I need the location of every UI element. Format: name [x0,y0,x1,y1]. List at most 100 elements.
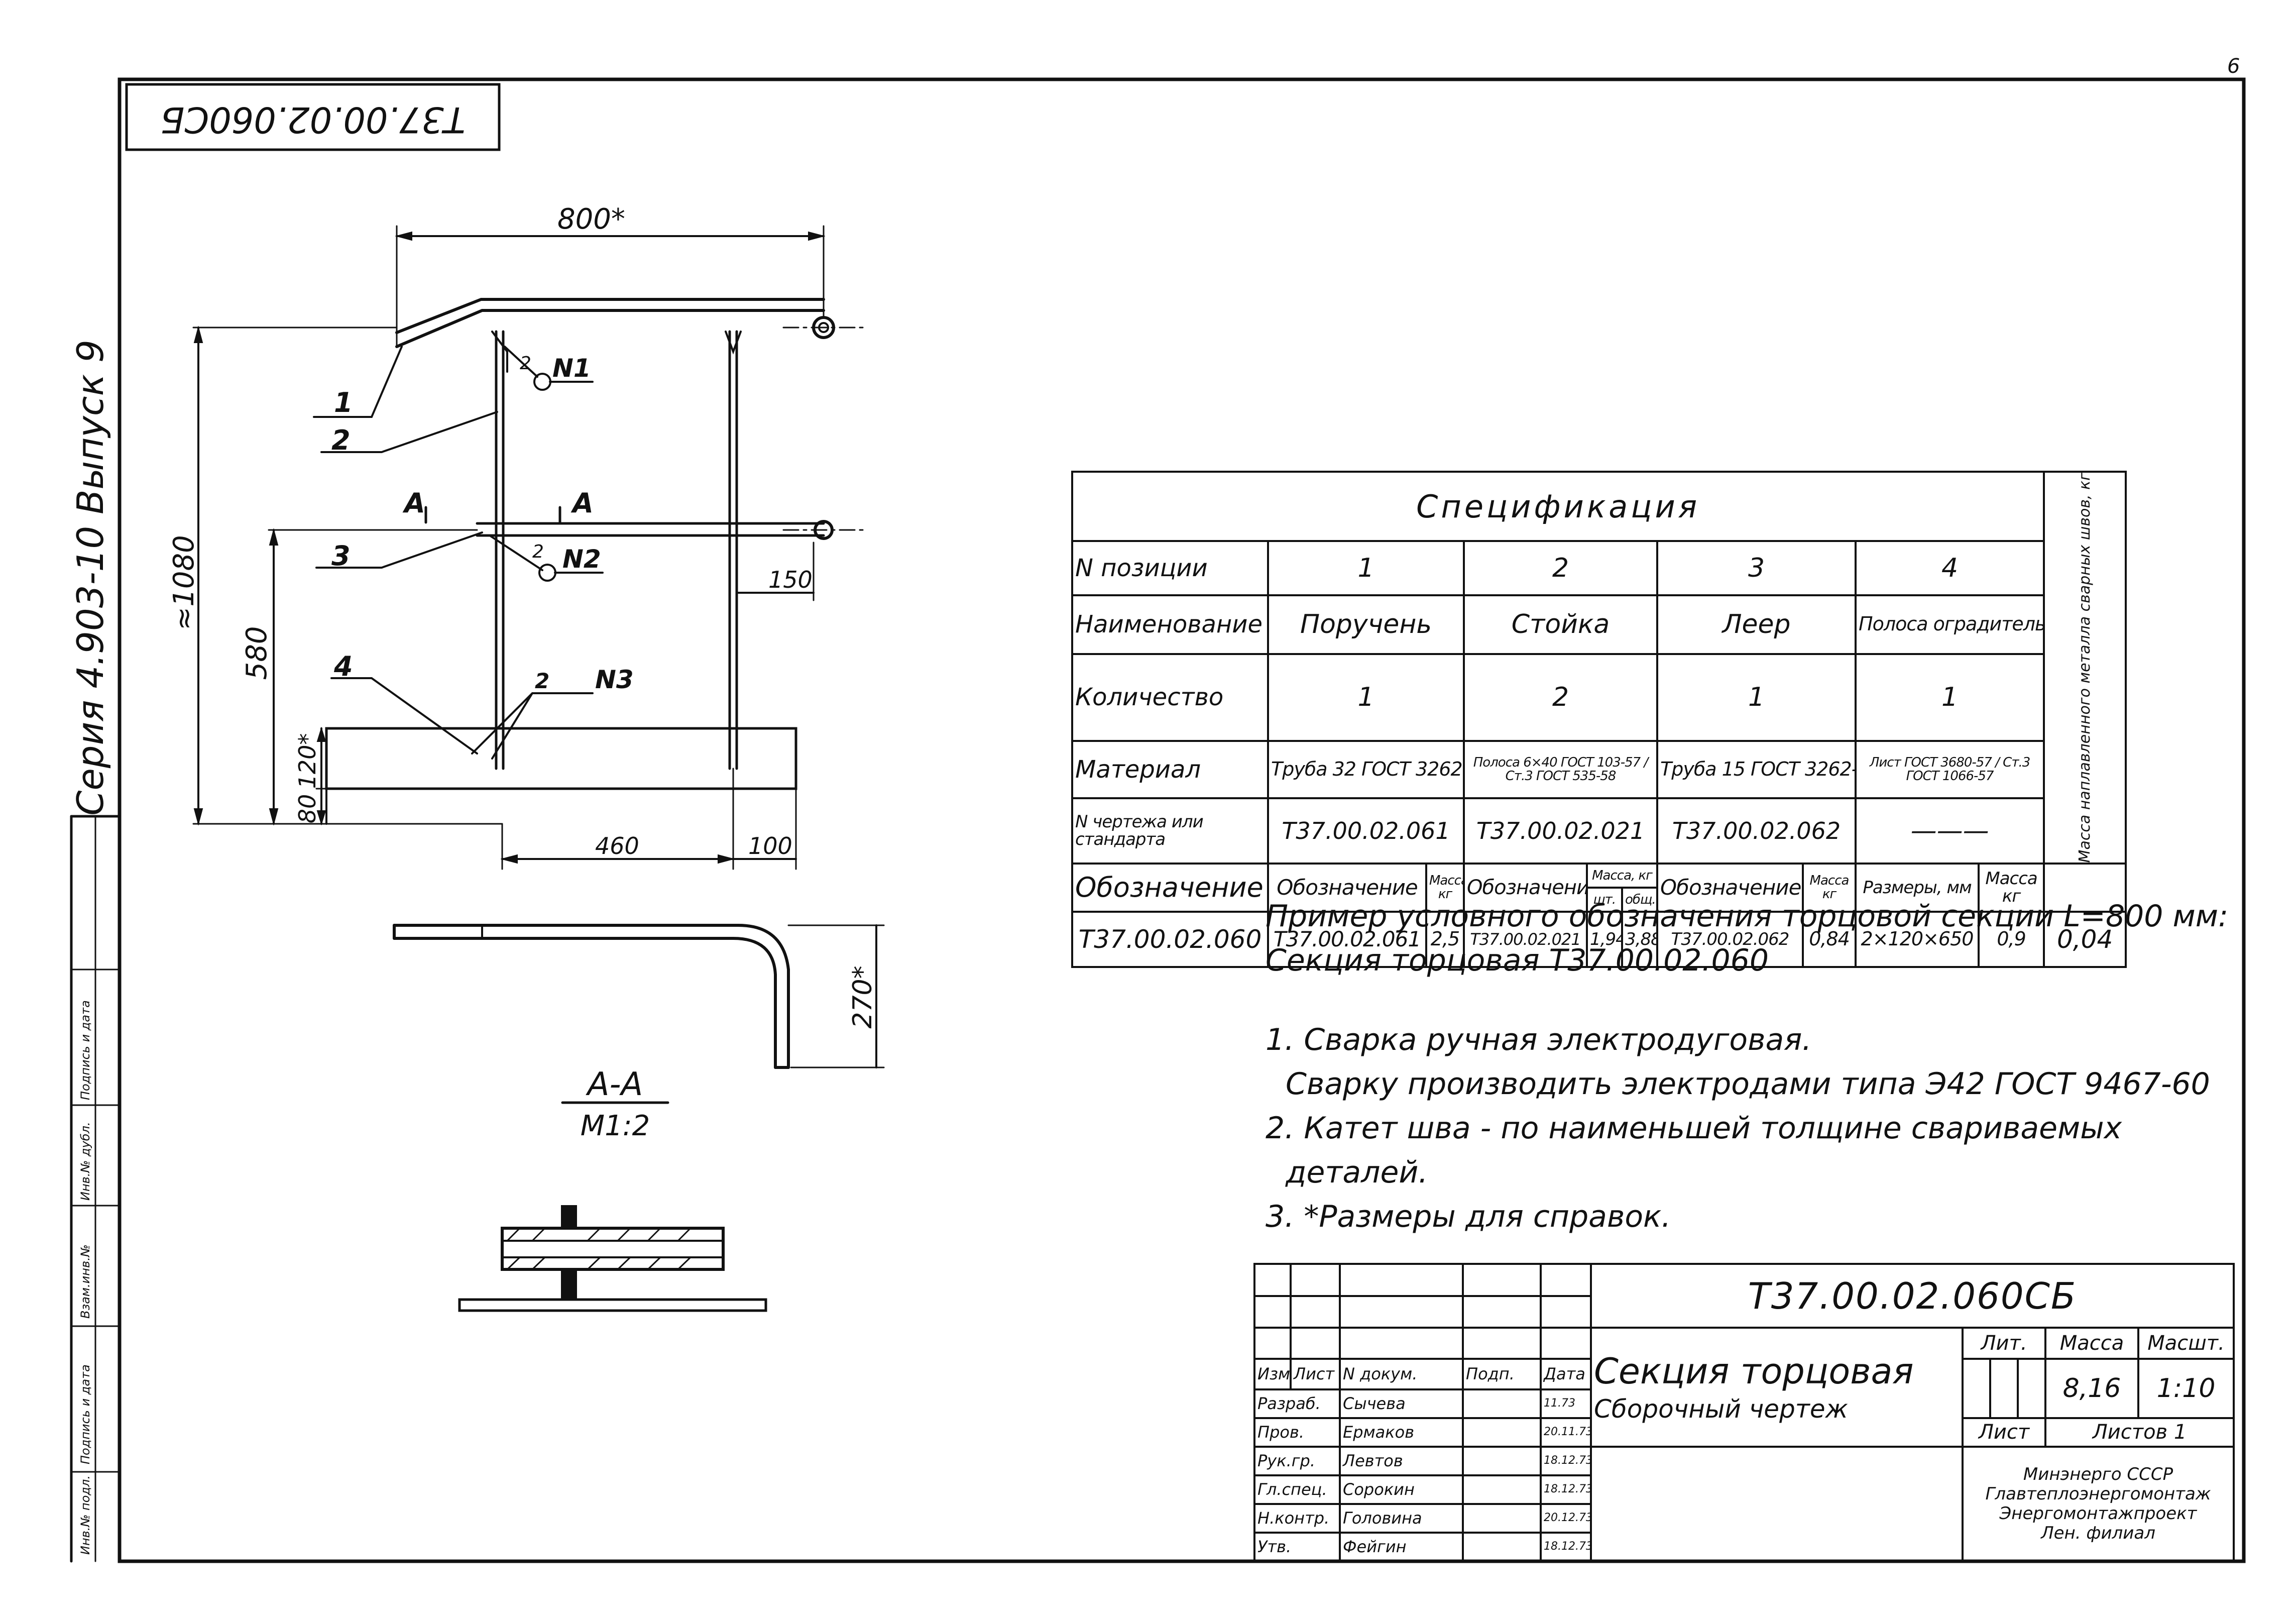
spec-name-1: Поручень [1267,594,1465,656]
spec-sub-unit: шт. [1586,887,1623,913]
scale-value: 1:10 [2137,1357,2235,1419]
leader-n1 [504,346,538,378]
sign-group-lead [1462,1445,1542,1476]
cut-label-left: А [402,487,425,519]
sheet-frame [118,77,2246,1563]
section-post-top [561,1205,577,1229]
role-chief-spec: Гл.спец. [1253,1474,1341,1505]
rev-cell [1540,1327,1592,1360]
spec-drawing-1: Т37.00.02.061 [1267,797,1465,865]
spec-pos-1: 1 [1267,540,1465,596]
rev-cell [1253,1263,1292,1297]
col-head-rev: Изм. [1253,1357,1292,1390]
mass-head: Масса [2044,1327,2139,1360]
spec-p1-mass: 2,5 [1425,911,1465,969]
weld-symbol-n2 [538,564,556,582]
name-chief-spec: Сорокин [1339,1474,1464,1505]
weld-n2-label: N2 [562,545,601,574]
sign-norm-control [1462,1502,1542,1534]
spec-sub-total: общ. [1621,887,1658,913]
notes-block: Пример условного обозначения торцовой се… [1266,894,2229,1239]
spec-row-material-label: Материал [1071,739,1269,800]
stamp-box [125,83,501,151]
spec-row-drawing-label: N чертежа или стандарта [1071,797,1269,865]
rev-cell [1339,1295,1464,1329]
spec-row-pos-label: N позиции [1071,540,1269,596]
note-3: 3. *Размеры для справок. [1266,1199,1671,1234]
name-group-lead: Левтов [1339,1445,1464,1476]
side-stamp-label: Инв.№ подл. [78,1475,92,1555]
spec-sub-mass-1: Масса кг [1425,863,1465,913]
org-line-4: Лен. филиал [2041,1523,2155,1544]
handrail-bottom [395,298,825,334]
lit-cell [1962,1357,1991,1419]
spec-pos-4: 4 [1854,540,2045,596]
spec-sub-mass-2: Масса, кг [1586,863,1658,889]
dim-120-arrows [316,726,326,826]
rev-cell [1462,1263,1542,1297]
spec-assembly-code: Т37.00.02.060 [1071,911,1269,969]
spec-row-name-label: Наименование [1071,594,1269,656]
role-norm-control: Н.контр. [1253,1502,1341,1534]
rev-cell [1540,1263,1592,1297]
note-2a: 2. Катет шва - по наименьшей толщине сва… [1266,1111,2122,1146]
dim-1080-arrows [193,326,203,826]
spec-row-qty-label: Количество [1071,653,1269,742]
spec-name-4: Полоса оградительная [1854,594,2045,656]
dim-460-label: 460 [595,832,639,859]
spec-p4-size: 2×120×650 [1855,911,1980,969]
cut-label-right: А [570,487,594,519]
sign-checker [1462,1417,1542,1448]
title-block-subtitle: Сборочный чертеж [1594,1394,1848,1424]
title-block-code: Т37.00.02.060СБ [1589,1262,2235,1329]
org-line-3: Энергомонтажпроект [1999,1503,2197,1524]
post-weld-right [725,331,742,355]
note-example-line1: Пример условного обозначения торцовой се… [1266,899,2229,934]
rev-cell [1290,1263,1341,1297]
col-head-date: Дата [1540,1357,1592,1390]
leader-n2 [489,534,543,571]
side-stamp-label: Подпись и дата [78,1364,92,1464]
dim-1080-label: ≈1080 [168,535,200,630]
dim-100-label: 100 [748,832,792,859]
section-tube [501,1227,725,1271]
leader-pos4 [330,677,478,755]
spec-p1-code: Т37.00.02.061 [1267,911,1427,969]
rev-cell [1253,1327,1292,1360]
name-norm-control: Головина [1339,1502,1464,1534]
bent-rail-inner [393,937,777,1069]
spec-material-3: Труба 15 ГОСТ 3262-62 [1656,739,1857,800]
spec-qty-1: 1 [1267,653,1465,742]
role-checker: Пров. [1253,1417,1341,1448]
weld-n3-label: N3 [595,665,634,694]
date-group-lead: 18.12.73 [1540,1445,1592,1476]
weld-n3-leg: 2 [535,669,549,693]
dim-580-arrows [269,528,279,826]
weld-n1-label: N1 [552,354,591,383]
post-weld-left [491,331,508,373]
scale-head: Масшт. [2137,1327,2235,1360]
rev-cell [1540,1295,1592,1329]
series-label: Серия 4.903-10 Выпуск 9 [69,340,111,816]
note-1a: 1. Сварка ручная электродуговая. [1266,1022,1812,1057]
weld-symbol-n1 [533,373,551,391]
org-line-2: Главтеплоэнергомонтаж [1985,1483,2211,1504]
dim-800-label: 800* [557,203,625,236]
dim-80-label: 80 [294,794,321,824]
spec-qty-2: 2 [1463,653,1658,742]
spec-drawing-4: ——— [1854,797,2045,865]
section-hatching [506,1227,692,1270]
section-post-bottom [561,1269,577,1300]
role-developer: Разраб. [1253,1388,1341,1419]
handrail-top [395,309,825,348]
date-chief-spec: 18.12.73 [1540,1474,1592,1505]
spec-material-2: Полоса 6×40 ГОСТ 103-57 / Ст.3 ГОСТ 535-… [1463,739,1658,800]
sign-developer [1462,1388,1542,1419]
note-2b: деталей. [1286,1155,1428,1190]
dim-270-label: 270* [848,965,878,1028]
role-approved: Утв. [1253,1531,1341,1563]
date-developer: 11.73 [1540,1388,1592,1419]
pos-2-label: 2 [331,424,351,456]
lit-cell [1989,1357,2019,1419]
